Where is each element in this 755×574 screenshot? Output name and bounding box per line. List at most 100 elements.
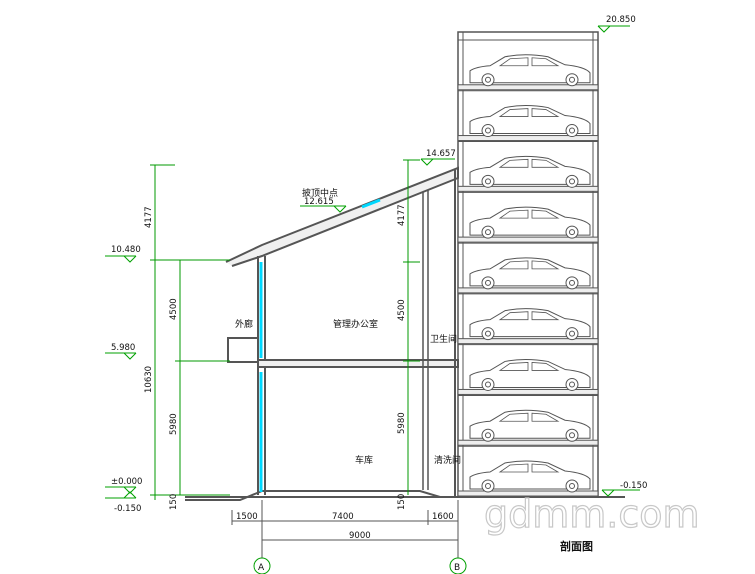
- car-wheel: [565, 276, 579, 290]
- car-outline: [469, 460, 591, 490]
- car-window: [498, 260, 560, 270]
- car-wheel: [565, 479, 579, 493]
- dim-right-base: 150: [397, 494, 407, 510]
- room-wash-area: 清洗间: [434, 454, 461, 466]
- car-outline: [469, 358, 591, 388]
- car-wheel: [481, 124, 495, 138]
- parking-level: [457, 155, 599, 193]
- room-office: 管理办公室: [333, 318, 378, 330]
- car-hub: [569, 178, 575, 185]
- elev-outdoor-right: -0.150: [620, 481, 647, 491]
- car-wheel: [565, 225, 579, 239]
- car-outline: [469, 308, 591, 338]
- dim-left-top: 4177: [144, 206, 154, 228]
- car-wheel: [481, 276, 495, 290]
- car-hub: [569, 127, 575, 134]
- glass-accents: [259, 198, 381, 492]
- car-outline: [469, 206, 591, 236]
- car-hub: [569, 330, 575, 337]
- drawing-title: 剖面图: [560, 539, 593, 553]
- parking-level: [457, 358, 599, 396]
- dim-bottom-right: 1600: [432, 512, 454, 522]
- axis-b-label: B: [454, 563, 460, 573]
- building-walls: [225, 166, 459, 497]
- car-wheel: [565, 73, 579, 87]
- dim-left-total: 10630: [144, 366, 154, 393]
- car-hub: [485, 381, 491, 388]
- dim-right-top: 4177: [397, 204, 407, 226]
- car-hub: [485, 279, 491, 286]
- car-wheel: [565, 124, 579, 138]
- parking-tower: [457, 31, 599, 498]
- car-wheel: [481, 479, 495, 493]
- room-washroom: 卫生间: [430, 333, 457, 345]
- car-wheel: [481, 428, 495, 442]
- car-wheel: [481, 327, 495, 341]
- car-hub: [485, 229, 491, 236]
- room-garage: 车库: [355, 454, 373, 466]
- dim-left-upper: 4500: [169, 298, 179, 320]
- car-window: [498, 362, 560, 371]
- parking-level: [457, 105, 599, 143]
- elev-tower-top: 14.657: [426, 149, 456, 159]
- parking-level: [457, 308, 599, 346]
- parking-level: [457, 257, 599, 295]
- car-window: [498, 57, 560, 67]
- parking-level: [457, 206, 599, 244]
- car-outline: [469, 54, 591, 84]
- car-hub: [569, 483, 575, 489]
- car-wheel: [481, 225, 495, 239]
- elev-eave: 10.480: [111, 245, 141, 255]
- car-wheel: [565, 428, 579, 442]
- parking-level: [457, 460, 599, 498]
- dim-bottom-left: 1500: [236, 512, 258, 522]
- dimension-lines-left: [150, 159, 420, 500]
- car-hub: [485, 178, 491, 185]
- elev-floor2: 5.980: [111, 343, 135, 353]
- car-hub: [569, 279, 575, 286]
- dim-right-upper: 4500: [397, 299, 407, 321]
- car-hub: [569, 229, 575, 236]
- car-wheel: [565, 377, 579, 391]
- elev-roof-mid: 12.615: [304, 197, 334, 207]
- elevation-markers: [105, 25, 640, 499]
- dim-bottom-total: 9000: [349, 531, 371, 541]
- car-window: [498, 209, 560, 219]
- parking-level: [457, 54, 599, 92]
- car-hub: [485, 432, 491, 439]
- car-wheel: [481, 73, 495, 87]
- car-hub: [569, 432, 575, 439]
- car-hub: [485, 483, 491, 489]
- car-outline: [469, 155, 591, 185]
- car-hub: [485, 127, 491, 134]
- watermark: gdmm.com: [484, 492, 700, 536]
- dim-left-lower: 5980: [169, 413, 179, 435]
- car-wheel: [481, 377, 495, 391]
- car-hub: [485, 330, 491, 337]
- car-outline: [469, 409, 591, 439]
- car-wheel: [565, 327, 579, 341]
- dim-bottom-mid: 7400: [332, 512, 354, 522]
- elev-top: 20.850: [606, 15, 636, 25]
- elev-outdoor-left: -0.150: [114, 504, 141, 514]
- car-outline: [469, 257, 591, 287]
- elev-roof-mid-title: 披顶中点: [302, 187, 338, 199]
- parking-levels: [457, 54, 599, 498]
- car-outline: [469, 105, 591, 135]
- car-window: [498, 108, 560, 117]
- elev-ground: ±0.000: [111, 477, 142, 487]
- car-hub: [569, 76, 575, 83]
- parking-level: [457, 409, 599, 447]
- car-window: [498, 158, 560, 168]
- car-window: [498, 311, 560, 321]
- dim-right-lower: 5980: [397, 412, 407, 434]
- car-wheel: [565, 174, 579, 188]
- dim-left-base: 150: [169, 494, 179, 510]
- car-hub: [569, 381, 575, 388]
- car-window: [498, 463, 560, 473]
- car-hub: [485, 76, 491, 83]
- car-window: [498, 412, 560, 422]
- dimension-lines-bottom: [231, 500, 467, 574]
- car-wheel: [481, 174, 495, 188]
